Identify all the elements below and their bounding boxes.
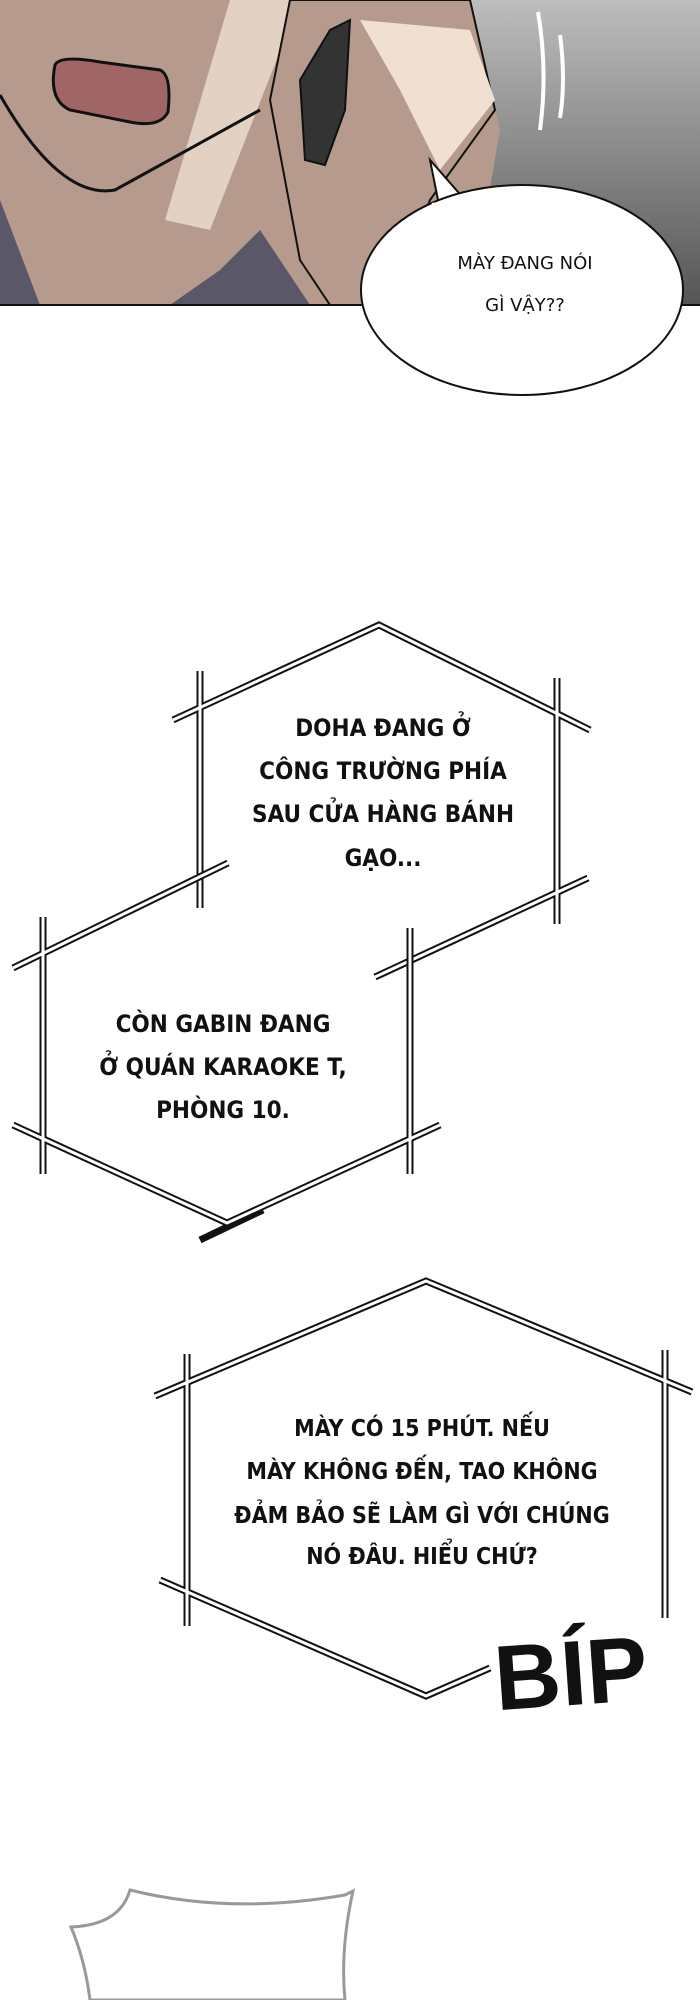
vibration-lines — [536, 11, 565, 131]
caption-line: Ở QUÁN KARAOKE T, — [99, 1048, 346, 1081]
speech-bubble: MÀY ĐANG NÓI GÌ VẬY?? — [360, 156, 684, 396]
caption-line: PHÒNG 10. — [156, 1094, 290, 1124]
shirt — [0, 200, 310, 305]
caption-2: CÒN GABIN ĐANG Ở QUÁN KARAOKE T, PHÒNG 1… — [99, 1008, 346, 1124]
phone — [298, 18, 352, 167]
hex-frame-2 — [11, 859, 442, 1244]
caption-line: DOHA ĐANG Ở — [295, 709, 471, 742]
caption-line: ĐẢM BẢO SẼ LÀM GÌ VỚI CHÚNG — [234, 1499, 609, 1529]
caption-line: NÓ ĐÂU. HIỂU CHỨ? — [306, 1539, 538, 1570]
sound-effect-beep: BÍP — [491, 1617, 651, 1730]
top-panel-art — [0, 0, 700, 306]
mouth — [51, 57, 171, 126]
caption-line: CÔNG TRƯỜNG PHÍA — [259, 755, 507, 785]
caption-line: MÀY CÓ 15 PHÚT. NẾU — [294, 1411, 550, 1442]
bubble-line: GÌ VẬY?? — [485, 294, 565, 316]
bottom-speech-bubble — [68, 1888, 356, 2000]
bubble-line: MÀY ĐANG NÓI — [457, 252, 592, 274]
caption-line: MÀY KHÔNG ĐẾN, TAO KHÔNG — [246, 1454, 597, 1485]
caption-line: GẠO... — [345, 844, 422, 872]
caption-3: MÀY CÓ 15 PHÚT. NẾU MÀY KHÔNG ĐẾN, TAO K… — [234, 1411, 609, 1570]
caption-line: SAU CỬA HÀNG BÁNH — [252, 795, 514, 828]
caption-1: DOHA ĐANG Ở CÔNG TRƯỜNG PHÍA SAU CỬA HÀN… — [252, 709, 514, 872]
caption-line: CÒN GABIN ĐANG — [116, 1008, 331, 1038]
